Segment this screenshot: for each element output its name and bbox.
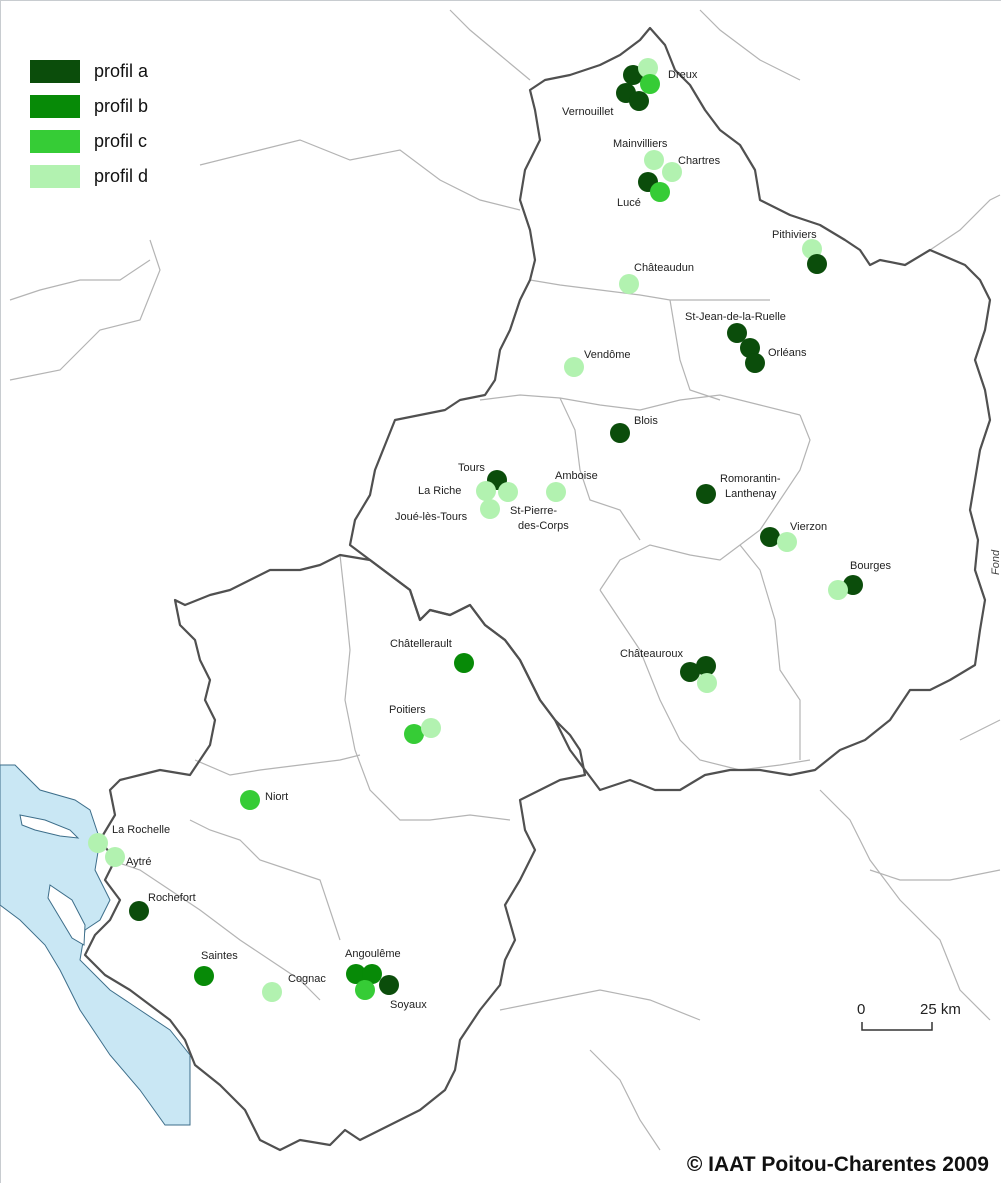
region-border-poitou	[83, 553, 587, 1152]
scale-bar	[861, 1022, 933, 1031]
city-point-profil-d	[619, 274, 639, 294]
city-point-profil-a	[696, 484, 716, 504]
city-label: Orléans	[768, 347, 807, 359]
legend-swatch-b	[30, 95, 80, 118]
city-label: La Riche	[418, 485, 461, 497]
city-label: Lanthenay	[725, 488, 777, 500]
city-label: Vernouillet	[562, 106, 613, 118]
city-point-profil-d	[564, 357, 584, 377]
city-point-profil-d	[546, 482, 566, 502]
city-point-profil-c	[355, 980, 375, 1000]
city-label: Chartres	[678, 155, 721, 167]
city-label: Angoulême	[345, 948, 401, 960]
city-point-profil-d	[262, 982, 282, 1002]
city-point-profil-a	[807, 254, 827, 274]
island-oleron	[47, 884, 86, 946]
city-label: Pithiviers	[772, 229, 817, 241]
legend-label-c: profil c	[94, 131, 148, 151]
city-label: Châtellerault	[390, 638, 452, 650]
legend-label-b: profil b	[94, 96, 149, 116]
scale-end-label: 25 km	[920, 1001, 961, 1018]
legend-item-a: profil a	[30, 54, 148, 89]
legend-swatch-c	[30, 130, 80, 153]
department-borders	[9, 9, 1001, 1151]
city-point-profil-d	[662, 162, 682, 182]
city-point-profil-a	[623, 65, 643, 85]
source-note: Fond Cartographique GEOSIGNAL©	[990, 549, 1001, 575]
region-border-centre	[348, 26, 992, 792]
legend-item-d: profil d	[30, 159, 148, 194]
city-label: Amboise	[555, 470, 598, 482]
city-point-profil-a	[629, 91, 649, 111]
city-label: Poitiers	[389, 704, 426, 716]
city-label: Tours	[458, 462, 485, 474]
island-re	[19, 814, 80, 839]
city-label: Dreux	[668, 69, 698, 81]
city-point-profil-b	[362, 964, 382, 984]
city-point-profil-b	[346, 964, 366, 984]
city-point-profil-c	[650, 182, 670, 202]
city-label: St-Jean-de-la-Ruelle	[685, 311, 786, 323]
legend-item-c: profil c	[30, 124, 148, 159]
legend-label-d: profil d	[94, 166, 149, 186]
city-point-profil-a	[379, 975, 399, 995]
city-point-profil-d	[644, 150, 664, 170]
city-point-profil-c	[404, 724, 424, 744]
city-label: La Rochelle	[112, 824, 170, 836]
city-point-profil-a	[610, 423, 630, 443]
legend: profil a profil b profil c profil d	[30, 54, 148, 194]
city-point-profil-d	[105, 847, 125, 867]
legend-swatch-a	[30, 60, 80, 83]
city-point-profil-d	[638, 58, 658, 78]
city-point-profil-a	[129, 901, 149, 921]
city-label: Romorantin-	[720, 473, 781, 485]
city-label: Aytré	[126, 856, 151, 868]
city-labels: DreuxVernouilletMainvilliersChartresLucé…	[112, 69, 891, 1011]
legend-label-a: profil a	[94, 61, 149, 81]
city-point-profil-c	[640, 74, 660, 94]
city-label: Cognac	[288, 973, 326, 985]
city-point-profil-a	[760, 527, 780, 547]
legend-item-b: profil b	[30, 89, 148, 124]
city-label: Soyaux	[390, 999, 427, 1011]
city-point-profil-d	[777, 532, 797, 552]
city-label: Rochefort	[148, 892, 196, 904]
city-point-profil-b	[194, 966, 214, 986]
city-label: Châteaudun	[634, 262, 694, 274]
city-label: Vendôme	[584, 349, 630, 361]
city-point-profil-d	[697, 673, 717, 693]
city-point-profil-a	[680, 662, 700, 682]
region-borders	[83, 26, 992, 1152]
sea-area	[0, 764, 191, 1126]
city-point-profil-a	[727, 323, 747, 343]
city-point-profil-d	[480, 499, 500, 519]
city-label: Vierzon	[790, 521, 827, 533]
city-label: Châteauroux	[620, 648, 683, 660]
city-label: Niort	[265, 791, 288, 803]
city-point-profil-b	[454, 653, 474, 673]
city-label: Joué-lès-Tours	[395, 511, 468, 523]
legend-swatch-d	[30, 165, 80, 188]
city-point-profil-a	[696, 656, 716, 676]
city-points	[88, 58, 863, 1002]
city-label: Bourges	[850, 560, 891, 572]
city-point-profil-d	[828, 580, 848, 600]
city-point-profil-d	[476, 481, 496, 501]
scale-start-label: 0	[857, 1001, 866, 1018]
city-label: des-Corps	[518, 520, 569, 532]
city-point-profil-a	[745, 353, 765, 373]
city-label: Lucé	[617, 197, 641, 209]
city-point-profil-d	[421, 718, 441, 738]
city-label: St-Pierre-	[510, 505, 557, 517]
copyright-credit: © IAAT Poitou-Charentes 2009	[686, 1153, 989, 1176]
city-point-profil-c	[240, 790, 260, 810]
city-point-profil-d	[88, 833, 108, 853]
city-label: Mainvilliers	[613, 138, 668, 150]
city-point-profil-d	[498, 482, 518, 502]
city-label: Blois	[634, 415, 658, 427]
city-label: Saintes	[201, 950, 238, 962]
